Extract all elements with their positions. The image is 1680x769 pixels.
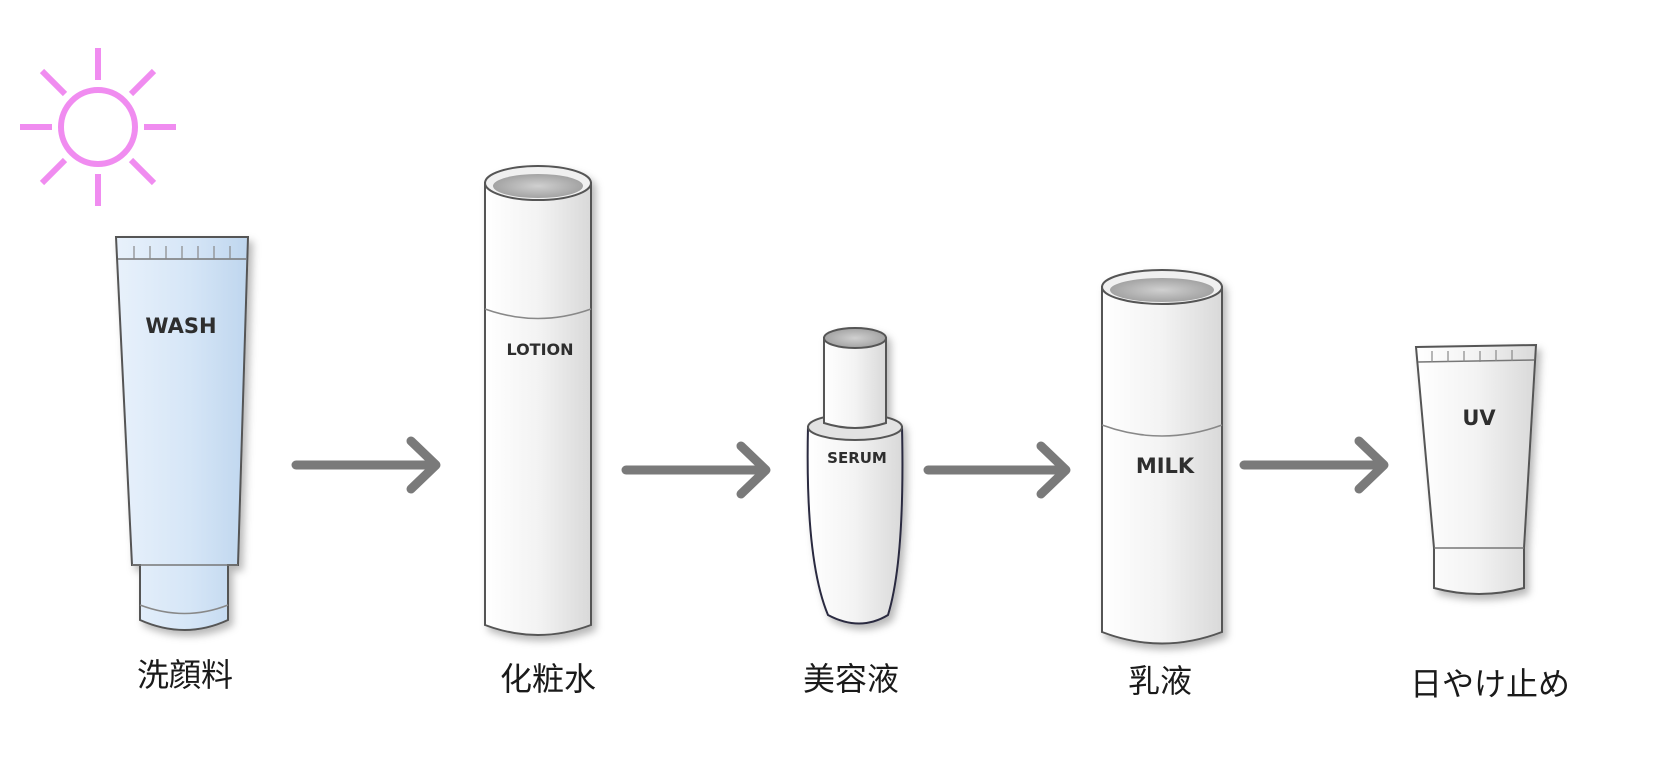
lotion-bottle xyxy=(484,165,592,636)
lotion-caption: 化粧水 xyxy=(500,660,596,698)
serum-product-label: SERUM xyxy=(827,449,887,467)
sun-icon xyxy=(20,48,176,206)
lotion-product-label: LOTION xyxy=(506,340,573,359)
milk-caption: 乳液 xyxy=(1128,662,1192,700)
serum-caption: 美容液 xyxy=(803,660,899,698)
wash-tube xyxy=(114,236,250,631)
wash-product-label: WASH xyxy=(145,314,216,338)
milk-bottle xyxy=(1101,269,1223,645)
milk-product-label: MILK xyxy=(1136,454,1195,478)
arrow-right-icon xyxy=(1239,436,1389,494)
uv-caption: 日やけ止め xyxy=(1410,665,1570,703)
uv-product-label: UV xyxy=(1462,406,1496,430)
uv-tube xyxy=(1414,343,1538,595)
arrow-right-icon xyxy=(923,441,1071,499)
arrow-right-icon xyxy=(291,436,441,494)
serum-bottle xyxy=(806,327,904,625)
wash-caption: 洗顔料 xyxy=(137,656,233,694)
arrow-right-icon xyxy=(621,441,771,499)
